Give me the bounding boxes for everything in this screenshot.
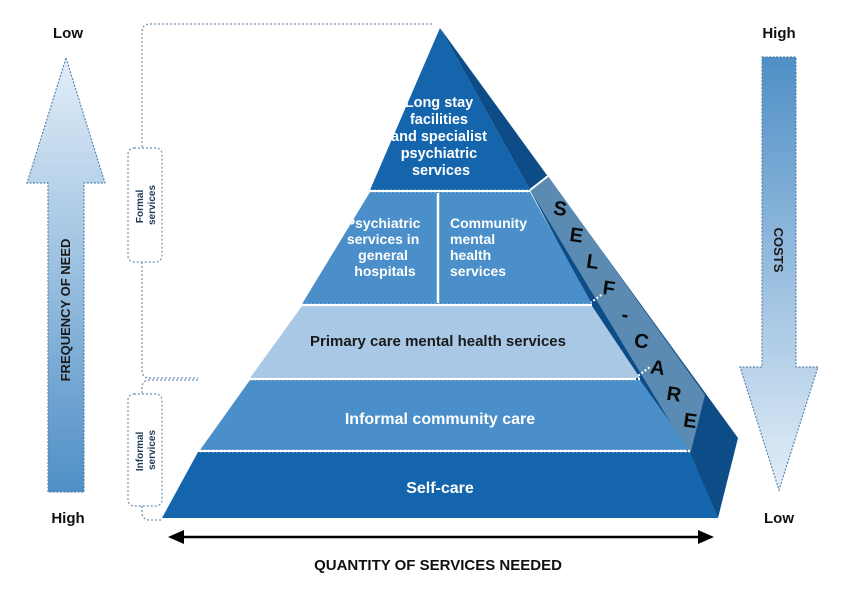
self-care-band-letter: E [682, 409, 698, 433]
pyramid [162, 28, 718, 518]
psychiatric-general-label: Psychiatric services in general hospital… [346, 215, 425, 279]
frequency-of-need-label: FREQUENCY OF NEED [58, 239, 73, 382]
right-axis-bottom-label: Low [764, 510, 794, 527]
quantity-arrow [168, 530, 714, 544]
tier-top [370, 28, 530, 190]
self-care-band-letter: R [665, 383, 683, 407]
informal-services-bracket [127, 379, 198, 521]
self-care-side-band [530, 176, 705, 455]
self-care-band-letter: E [568, 224, 584, 248]
quantity-of-services-label: QUANTITY OF SERVICES NEEDED [314, 557, 562, 574]
top-tier-label: Long stay facilities and specialist psyc… [391, 95, 491, 179]
tier-primary-care [250, 306, 640, 378]
formal-services-label: Formal services [135, 185, 158, 225]
tier-self-care [162, 452, 718, 518]
tier-informal-care [200, 380, 690, 450]
self-care-band-letter: A [649, 356, 667, 380]
self-care-band-letter: F [601, 277, 616, 301]
community-mental-label: Community mental health services [450, 215, 531, 279]
right-axis-top-label: High [762, 25, 795, 42]
left-axis-top-label: Low [53, 25, 83, 42]
tier-psychiatric-general [302, 192, 438, 304]
costs-arrow: COSTS [739, 56, 819, 492]
self-care-label: Self-care [406, 480, 474, 497]
formal-services-bracket [127, 23, 432, 379]
pyramid-side-face [440, 28, 738, 518]
self-care-band-letter: L [585, 251, 600, 275]
informal-services-label: Informal services [135, 429, 158, 471]
frequency-of-need-arrow: FREQUENCY OF NEED [26, 55, 106, 493]
left-axis-bottom-label: High [51, 510, 84, 527]
self-care-band-letter: C [633, 330, 651, 354]
tier-community-mental [438, 192, 592, 304]
primary-care-label: Primary care mental health services [310, 333, 566, 350]
costs-label: COSTS [771, 228, 786, 273]
self-care-band-letter: - [620, 304, 630, 327]
informal-care-label: Informal community care [345, 411, 535, 428]
self-care-band-letter: S [552, 197, 568, 221]
